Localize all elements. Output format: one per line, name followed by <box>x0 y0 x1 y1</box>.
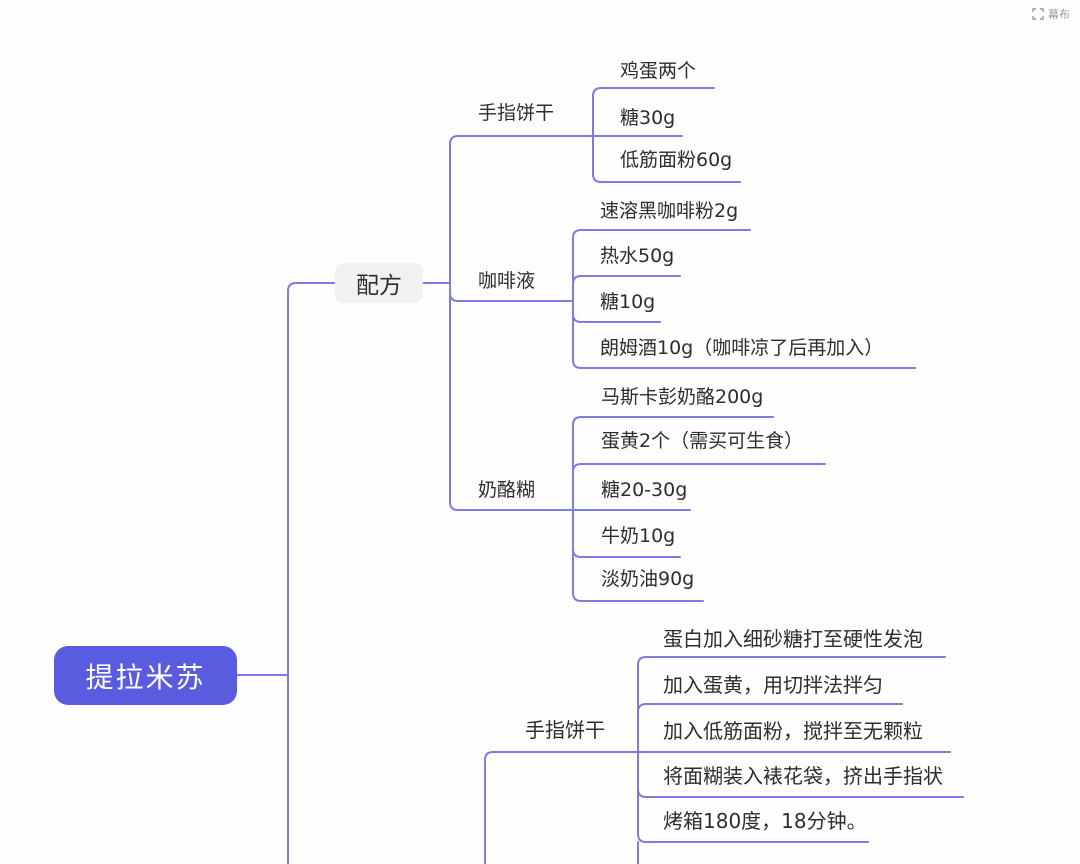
node-item[interactable]: 糖10g <box>600 291 656 313</box>
node-item[interactable]: 糖30g <box>620 107 676 129</box>
branch-node-recipe[interactable]: 配方 <box>335 263 423 303</box>
node-ladyfinger-steps[interactable]: 手指饼干 <box>525 718 605 742</box>
node-item[interactable]: 鸡蛋两个 <box>620 60 697 82</box>
root-node-tiramisu[interactable]: 提拉米苏 <box>54 646 237 705</box>
node-step[interactable]: 将面糊装入裱花袋，挤出手指状 <box>663 764 943 788</box>
node-step[interactable]: 蛋白加入细砂糖打至硬性发泡 <box>663 627 923 651</box>
node-item[interactable]: 糖20-30g <box>601 479 688 501</box>
node-ladyfinger-ingredients[interactable]: 手指饼干 <box>478 102 555 124</box>
node-item[interactable]: 马斯卡彭奶酪200g <box>601 386 764 408</box>
node-coffee-liquid[interactable]: 咖啡液 <box>478 270 536 292</box>
node-cheese-paste[interactable]: 奶酪糊 <box>478 479 536 501</box>
brand-badge: 幕布 <box>1032 6 1070 22</box>
branch-node-label: 配方 <box>356 273 402 299</box>
node-item[interactable]: 牛奶10g <box>601 525 676 547</box>
node-step[interactable]: 烤箱180度，18分钟。 <box>663 809 867 833</box>
node-item[interactable]: 淡奶油90g <box>601 568 695 590</box>
fit-screen-icon[interactable] <box>1032 8 1044 20</box>
node-item[interactable]: 朗姆酒10g（咖啡凉了后再加入） <box>600 337 884 359</box>
node-item[interactable]: 速溶黑咖啡粉2g <box>600 200 739 222</box>
node-item[interactable]: 蛋黄2个（需买可生食） <box>601 430 804 452</box>
node-step[interactable]: 加入蛋黄，用切拌法拌匀 <box>663 673 883 697</box>
brand-label: 幕布 <box>1048 8 1070 21</box>
node-item[interactable]: 热水50g <box>600 245 675 267</box>
node-step[interactable]: 加入低筋面粉，搅拌至无颗粒 <box>663 719 923 743</box>
root-node-label: 提拉米苏 <box>85 660 206 694</box>
node-item[interactable]: 低筋面粉60g <box>620 149 733 171</box>
